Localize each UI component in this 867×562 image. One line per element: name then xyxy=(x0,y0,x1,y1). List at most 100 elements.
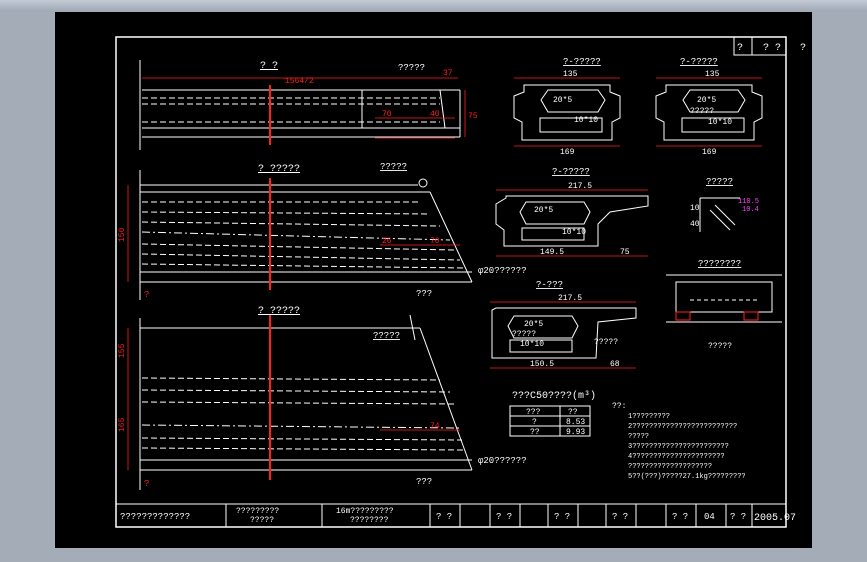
drawing-svg: ? ? ? ? ? ? 1564/2 ????? 37 75 70 40 xyxy=(115,36,806,528)
plan1-title: ? ????? xyxy=(258,164,300,175)
elevation-1 xyxy=(139,60,466,150)
tb-company: ????????????? xyxy=(120,512,190,522)
tb-cell-check: ? ? xyxy=(554,512,570,522)
plan1-dim-70: 70 xyxy=(430,237,440,246)
section-1 xyxy=(513,77,621,147)
plan2-q: ??? xyxy=(416,477,432,487)
tb-project-2: ????? xyxy=(250,516,274,525)
support-sketch xyxy=(666,274,782,323)
s1-width: 135 xyxy=(563,70,578,79)
plan1-marker: ? xyxy=(144,290,149,300)
drawing-canvas[interactable]: ? ? ? ? ? ? 1564/2 ????? 37 75 70 40 xyxy=(55,12,812,548)
s4-d1: 150.5 xyxy=(530,360,554,369)
support-note: ????? xyxy=(708,342,732,351)
s2-note: ????? xyxy=(690,107,714,116)
plan1-hole: φ20?????? xyxy=(478,266,527,276)
s3-d2: 75 xyxy=(620,248,630,257)
plan2-dim-74: 74 xyxy=(430,422,440,431)
detail-sketch xyxy=(699,197,740,232)
plan2-callout: ????? xyxy=(373,331,400,341)
plan2-title: ? ????? xyxy=(258,306,300,317)
notes-line-1: 1????????? xyxy=(628,413,670,421)
qty-table xyxy=(509,405,591,437)
elev1-dim-length: 1564/2 xyxy=(285,77,314,86)
s1-title: ?-????? xyxy=(563,57,601,67)
qty-table-title: ???C50????(m³) xyxy=(512,390,596,402)
plan1-dim-150: 150 xyxy=(118,227,127,242)
notes-line-5: 4?????????????????????? xyxy=(628,453,725,461)
plan1-dim-26: 26 xyxy=(382,237,392,246)
s1-bottom: 169 xyxy=(560,148,575,157)
section-2 xyxy=(655,77,763,147)
s4-title: ?-??? xyxy=(536,280,563,290)
plan2-hole: φ20?????? xyxy=(478,456,527,466)
notes-line-6: ???????????????????? xyxy=(628,463,712,471)
title-box-right: ? ? xyxy=(763,43,781,54)
qty-r0c1: ?? xyxy=(568,408,578,417)
s3-void-top: 20*5 xyxy=(534,206,553,215)
s4-void-top: 20*5 xyxy=(524,320,543,329)
s2-void-bot: 10*10 xyxy=(708,118,732,127)
notes-line-2: 2????????????????????????? xyxy=(628,423,737,431)
plan2-dim-165: 165 xyxy=(118,417,127,432)
detail-magenta-2: 10.4 xyxy=(742,206,759,214)
s2-void-top: 20*5 xyxy=(697,96,716,105)
s1-void-top: 20*5 xyxy=(553,96,572,105)
s1-void-bot: 10*10 xyxy=(574,116,598,125)
qty-r2c0: ?? xyxy=(530,428,540,437)
plan-1 xyxy=(127,170,473,300)
s2-width: 135 xyxy=(705,70,720,79)
detail-d2: 10 xyxy=(690,204,700,213)
s3-d1: 149.5 xyxy=(540,248,564,257)
qty-r0c0: ??? xyxy=(526,408,541,417)
s2-bottom: 169 xyxy=(702,148,717,157)
tb-cell-design: ? ? xyxy=(436,512,452,522)
notes-head: ??: xyxy=(612,402,626,411)
s4-right-note: ????? xyxy=(594,338,618,347)
qty-r2c1: 9.93 xyxy=(566,428,585,437)
elev1-title: ? ? xyxy=(260,61,278,72)
elev1-callout: ????? xyxy=(398,63,425,73)
plan2-marker: ? xyxy=(144,479,149,489)
detail-magenta-1: 110.5 xyxy=(738,198,759,206)
elev1-dim-40: 40 xyxy=(430,110,440,119)
tb-drawing-2: ???????? xyxy=(350,516,389,525)
elev1-dim-37: 37 xyxy=(443,69,453,78)
s4-note: ????? xyxy=(512,330,536,339)
qty-r1c0: ? xyxy=(532,418,537,427)
plan2-dim-155: 155 xyxy=(118,343,127,358)
detail-title: ????? xyxy=(706,177,733,187)
s4-width: 217.5 xyxy=(558,294,582,303)
tb-cell-approve: ? ? xyxy=(612,512,628,522)
drawing-border xyxy=(115,36,787,528)
plan1-callout: ????? xyxy=(380,162,407,172)
qty-r1c1: 8.53 xyxy=(566,418,585,427)
notes-line-7: 5??(???)?????27.1kg????????? xyxy=(628,473,746,481)
tb-cell-review: ? ? xyxy=(496,512,512,522)
tb-project-1: ????????? xyxy=(236,507,279,516)
elev1-dim-75: 75 xyxy=(468,112,478,121)
tb-cell-date-label: ? ? xyxy=(730,512,746,522)
title-block xyxy=(116,503,786,527)
detail-d1: 40 xyxy=(690,220,700,229)
tb-drawing-1: 16m????????? xyxy=(336,507,394,516)
notes-line-3: ????? xyxy=(628,433,649,441)
title-box-left: ? xyxy=(737,43,743,54)
plan1-q: ??? xyxy=(416,289,432,299)
s4-d2: 68 xyxy=(610,360,620,369)
title-box xyxy=(733,36,787,56)
plan-2 xyxy=(127,314,473,490)
s4-void-bot: 10*10 xyxy=(520,340,544,349)
tb-cell-no: ? ? xyxy=(672,512,688,522)
elev1-dim-70: 70 xyxy=(382,110,392,119)
tb-date: 2005.07 xyxy=(754,513,796,524)
s3-void-bot: 10*10 xyxy=(562,228,586,237)
s3-title: ?-????? xyxy=(552,167,590,177)
support-title: ???????? xyxy=(698,259,741,269)
title-box-outside: ? xyxy=(800,43,806,54)
tb-drawing-number: 04 xyxy=(704,512,715,522)
section-4 xyxy=(490,301,637,369)
s2-title: ?-????? xyxy=(680,57,718,67)
s3-width: 217.5 xyxy=(568,182,592,191)
